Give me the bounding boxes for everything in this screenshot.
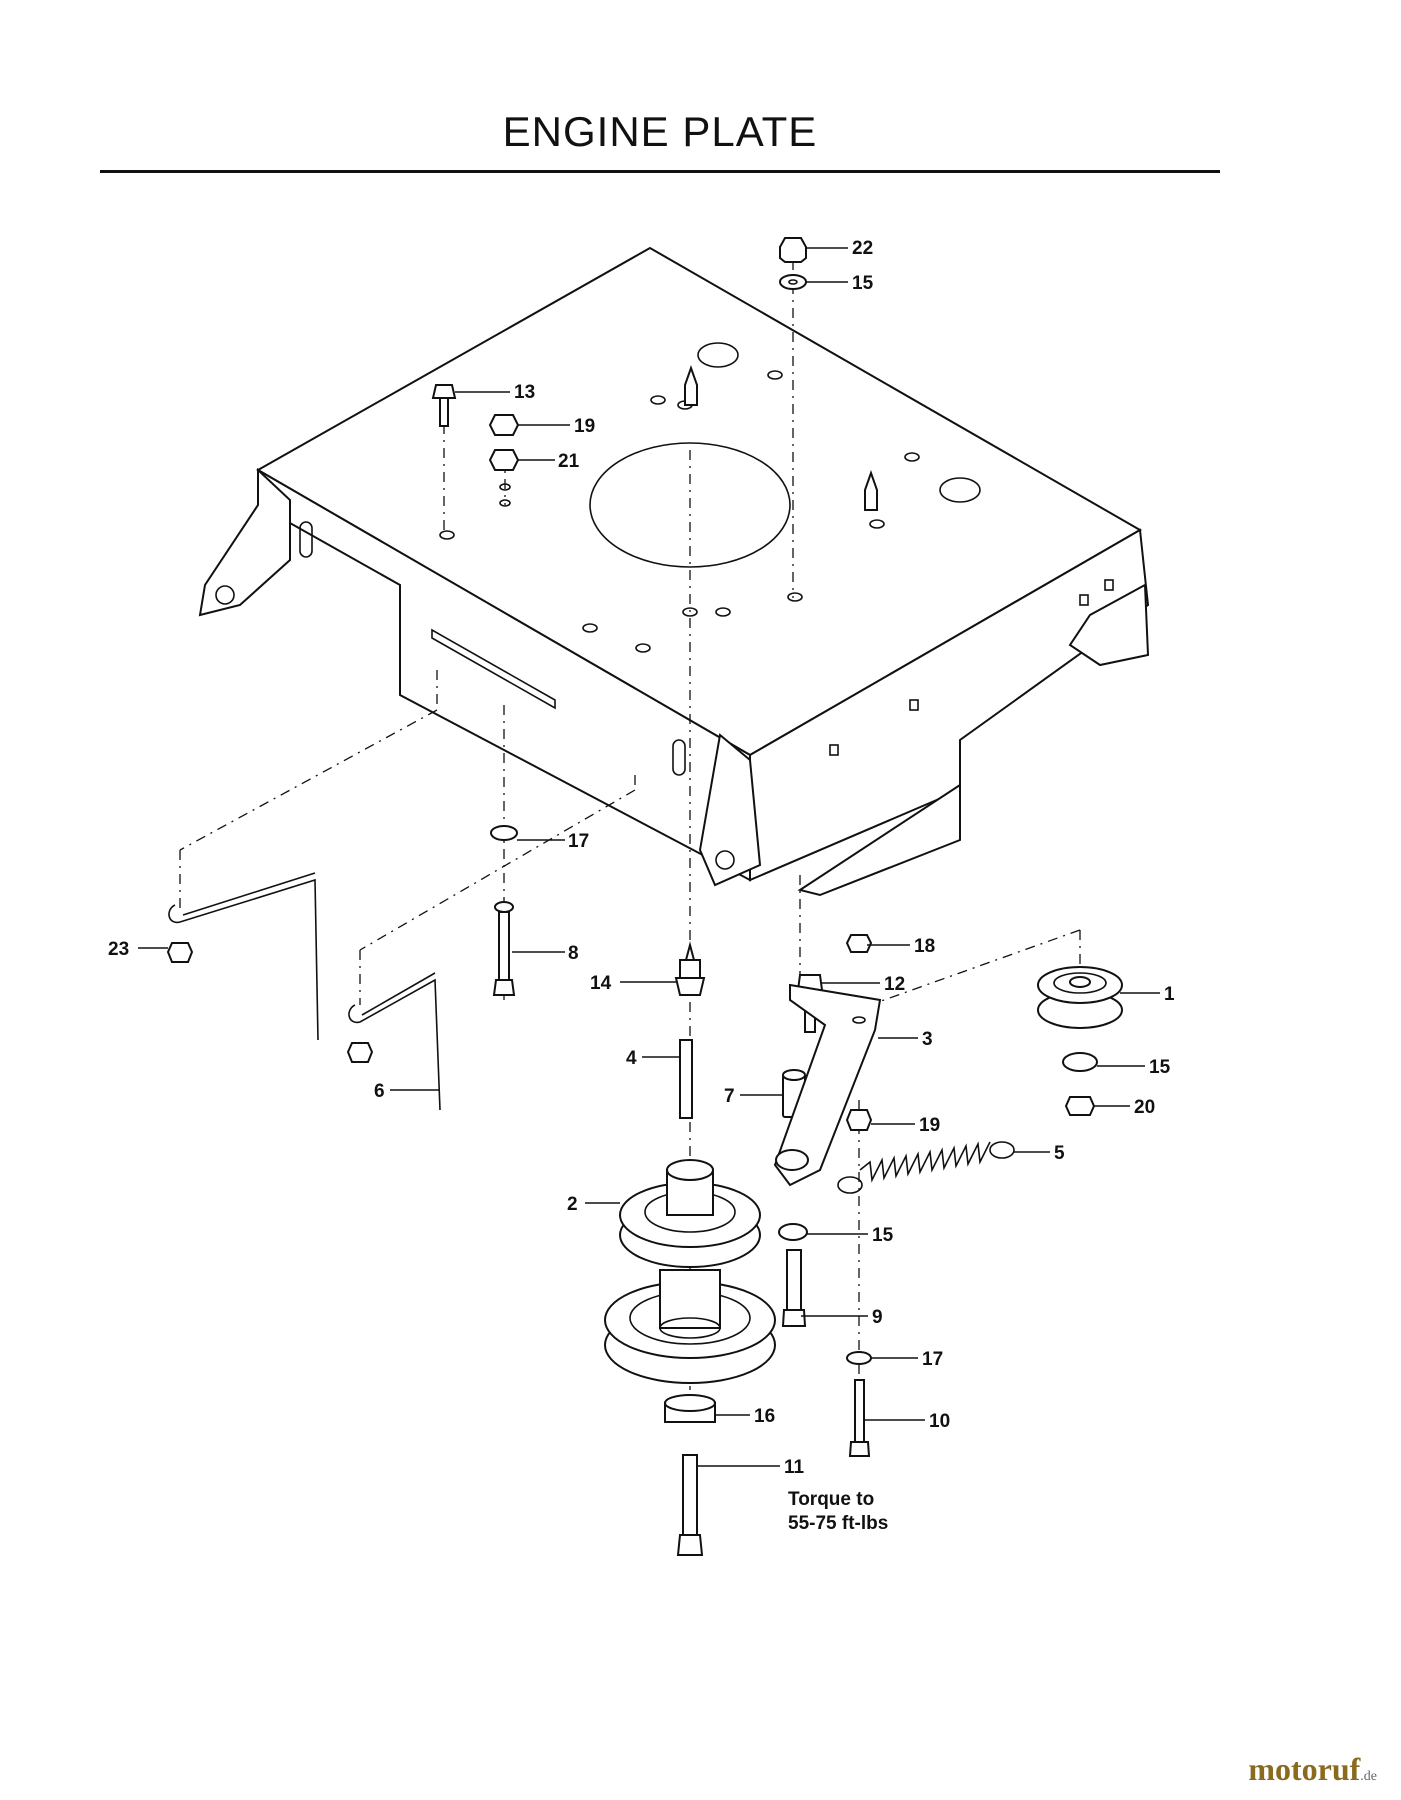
callout-4: 4: [626, 1048, 637, 1069]
callout-16: 16: [754, 1406, 775, 1427]
rod-parts: [168, 872, 441, 1111]
idler-pulley: [1037, 966, 1123, 1029]
callout-15-right: 15: [1149, 1057, 1171, 1078]
callout-20: 20: [1134, 1097, 1155, 1118]
brand-suffix: .de: [1360, 1769, 1377, 1784]
drive-pulley: [604, 1159, 776, 1384]
engine-plate: [198, 246, 1150, 897]
callout-7: 7: [724, 1086, 735, 1107]
callout-10: 10: [929, 1411, 950, 1432]
callout-17: 17: [568, 831, 589, 852]
title-rule: [100, 170, 1220, 173]
callout-22: 22: [852, 238, 873, 259]
callout-5: 5: [1054, 1143, 1065, 1164]
callout-2: 2: [567, 1194, 578, 1215]
brand-name: motoruf: [1248, 1751, 1361, 1787]
callout-17-right: 17: [922, 1349, 943, 1370]
callout-23: 23: [108, 939, 129, 960]
callout-15: 15: [852, 273, 874, 294]
torque-note-line2: 55-75 ft-lbs: [788, 1513, 889, 1534]
callout-8: 8: [568, 943, 579, 964]
callout-14: 14: [590, 973, 612, 994]
callout-11: 11: [784, 1457, 805, 1478]
callout-9: 9: [872, 1307, 883, 1328]
callout-19: 19: [574, 416, 595, 437]
callout-3: 3: [922, 1029, 933, 1050]
idler-arm: [773, 983, 882, 1187]
callout-numbers: 22 15 13 19 21 17 8 23 6 14 4 2 16 11 12…: [108, 238, 1175, 1478]
callout-19-right: 19: [919, 1115, 940, 1136]
spring: [837, 1141, 1015, 1194]
callout-18: 18: [914, 936, 935, 957]
hardware-parts: [166, 237, 1098, 1556]
torque-note: Torque to 55-75 ft-lbs: [788, 1488, 888, 1536]
torque-note-line1: Torque to: [788, 1489, 875, 1510]
callout-6: 6: [374, 1081, 385, 1102]
page-title: ENGINE PLATE: [502, 108, 818, 155]
callout-1: 1: [1164, 984, 1175, 1005]
callout-12: 12: [884, 974, 905, 995]
callout-15-mid: 15: [872, 1225, 894, 1246]
brand-logo[interactable]: motoruf.de: [1248, 1751, 1377, 1788]
callout-13: 13: [514, 382, 535, 403]
callout-21: 21: [558, 451, 580, 472]
callout-leaders: [138, 247, 1160, 1467]
